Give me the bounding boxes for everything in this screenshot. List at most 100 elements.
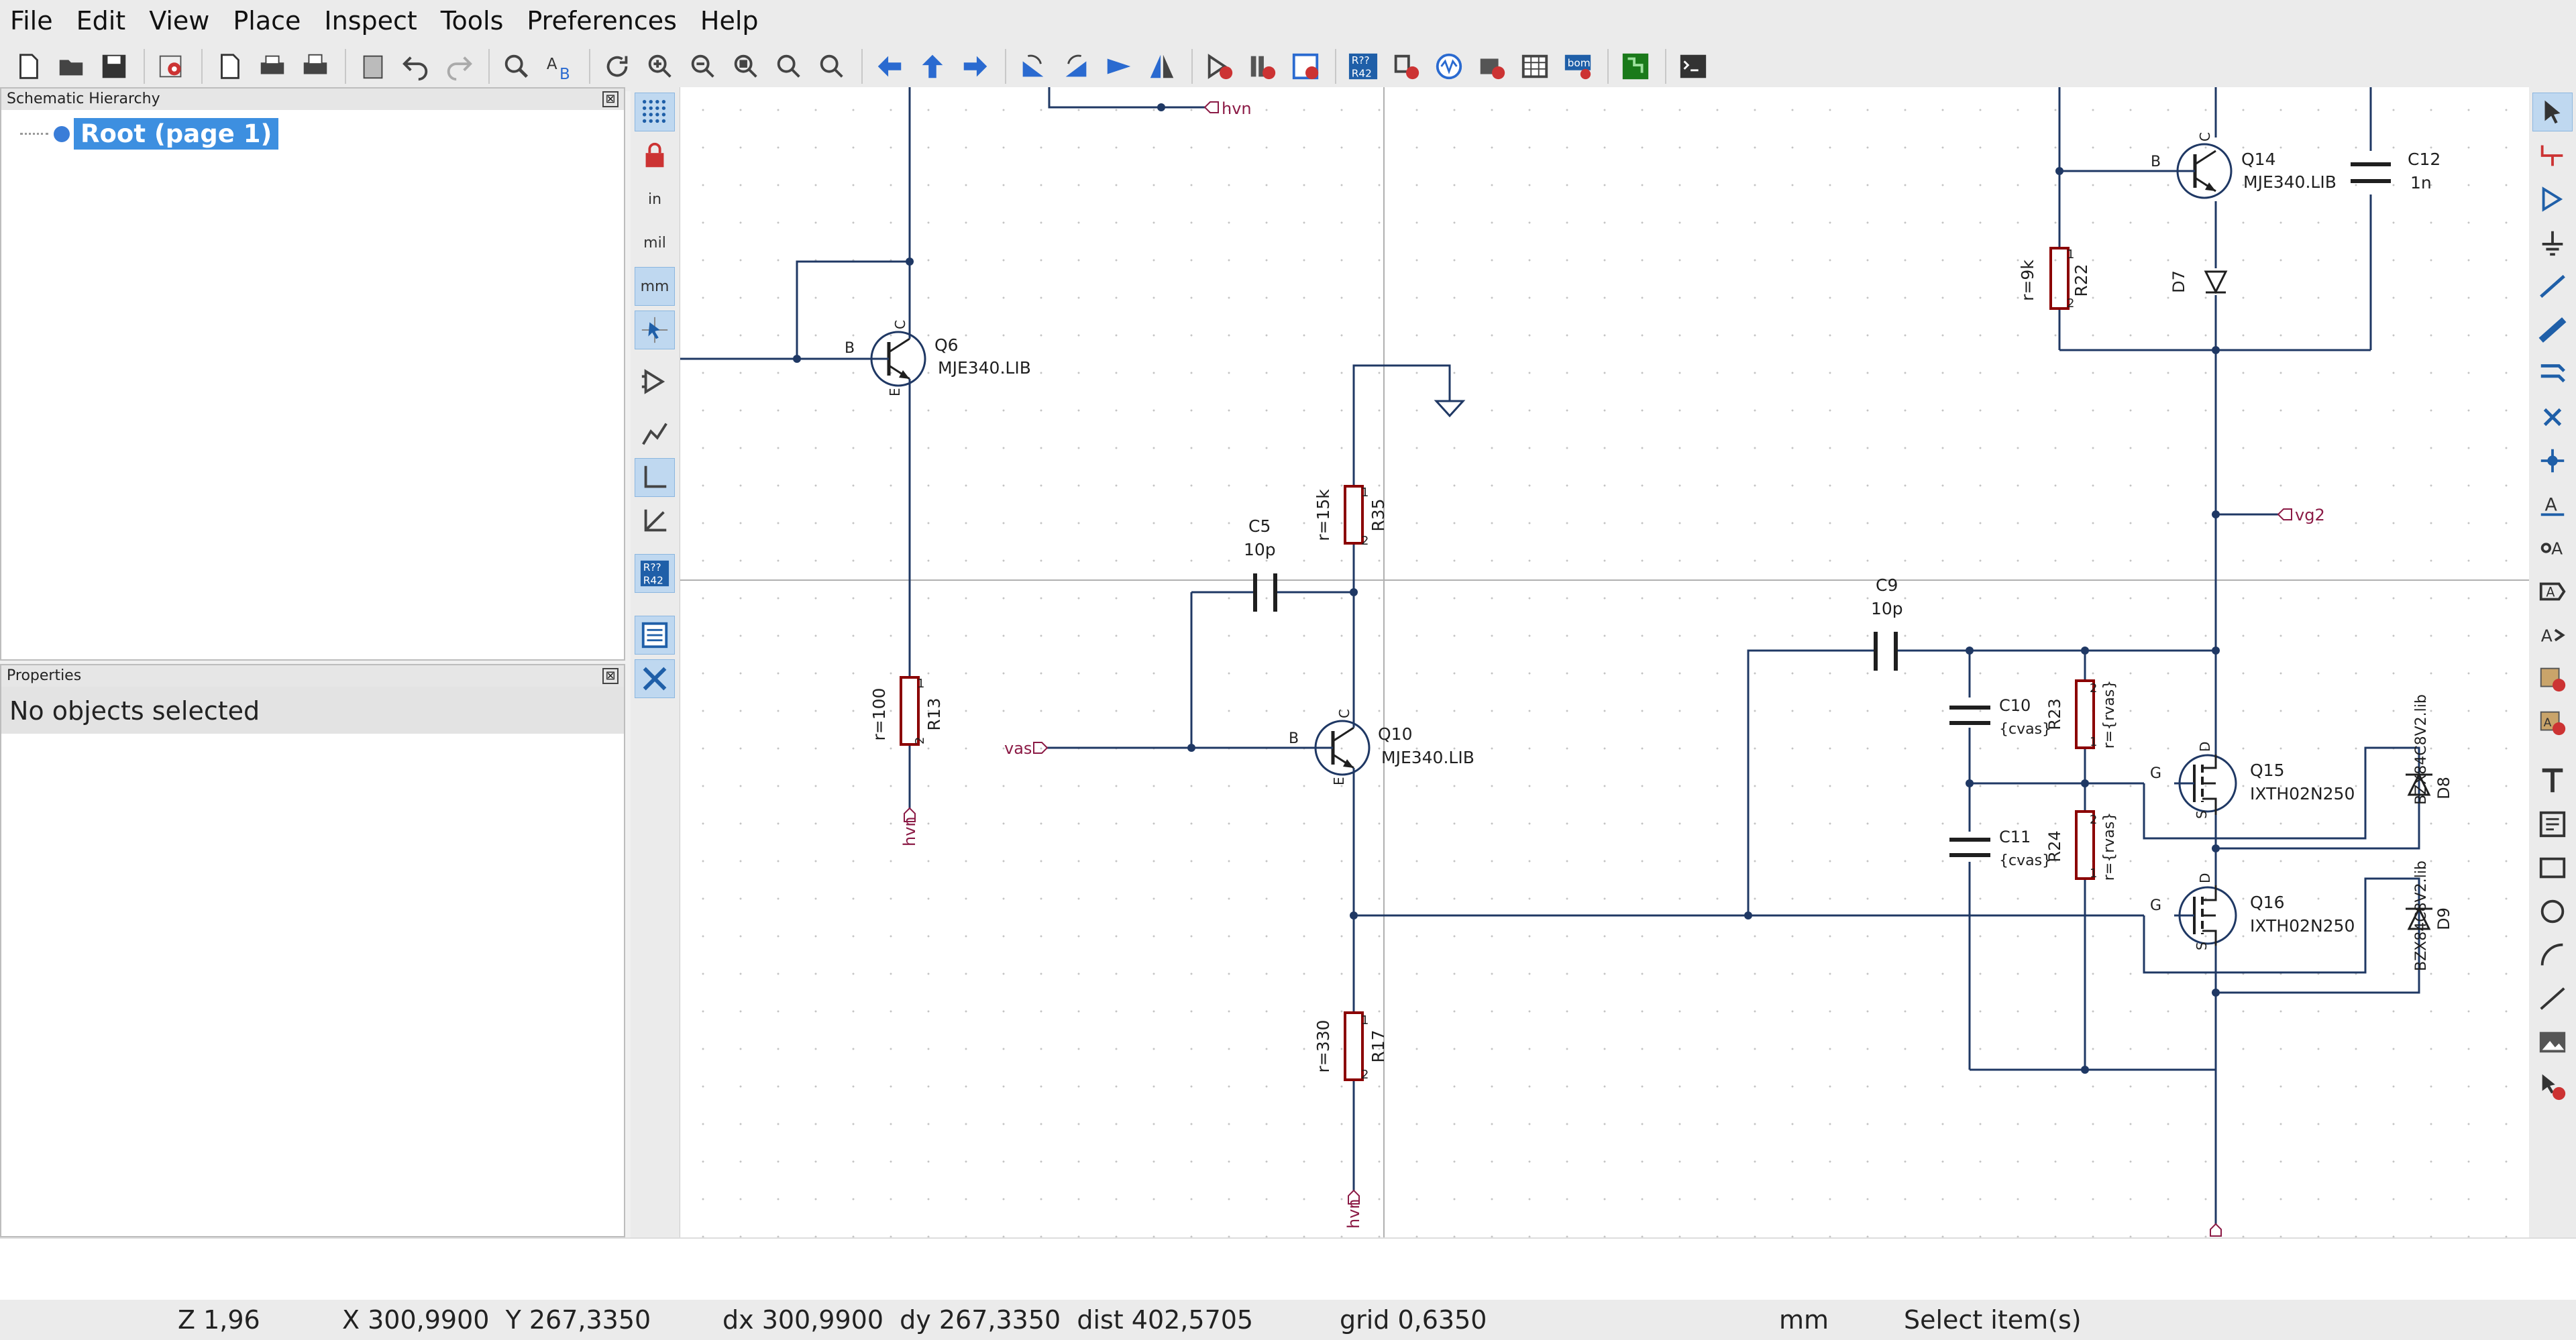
toggle-grid-button[interactable] — [635, 93, 675, 131]
menu-view[interactable]: View — [149, 5, 210, 36]
delete-tool-button[interactable] — [2532, 1066, 2573, 1105]
menu-edit[interactable]: Edit — [76, 5, 126, 36]
capacitor-c5[interactable]: C5 10p — [1244, 516, 1277, 612]
save-button[interactable] — [94, 46, 134, 87]
vg2-label[interactable]: vg2 — [2277, 506, 2325, 524]
bottom-global-label[interactable] — [2210, 1223, 2222, 1237]
cursor-style-button[interactable] — [635, 311, 675, 349]
annotate-button[interactable]: R??R42 — [1343, 46, 1383, 87]
transistor-q10[interactable]: B C E Q10 MJE340.LIB — [1289, 708, 1474, 788]
vas-label[interactable]: vas — [1004, 739, 1049, 758]
assign-footprints-button[interactable] — [1472, 46, 1512, 87]
mosfet-q15[interactable]: G D S Q15 IXTH02N250 — [2150, 742, 2355, 819]
ground-symbol[interactable] — [1434, 400, 1466, 418]
resistor-r24[interactable]: 2 1 R24 r={rvas} — [2045, 810, 2118, 881]
open-pcb-editor-button[interactable] — [1615, 46, 1656, 87]
scripting-console-button[interactable] — [1673, 46, 1713, 87]
annotate-auto-button[interactable]: R??R42 — [635, 554, 675, 593]
line-mode-90-button[interactable] — [635, 458, 675, 497]
select-tool-button[interactable] — [2532, 93, 2573, 131]
zener-d9[interactable]: D9 BZX84C8V2.lib — [2406, 860, 2453, 971]
paste-button[interactable] — [353, 46, 393, 87]
redo-button[interactable] — [439, 46, 479, 87]
menu-help[interactable]: Help — [700, 5, 759, 36]
navigate-back-button[interactable] — [869, 46, 910, 87]
undo-button[interactable] — [396, 46, 436, 87]
zoom-objects-button[interactable] — [769, 46, 809, 87]
line-mode-free-button[interactable] — [635, 414, 675, 453]
new-schematic-button[interactable] — [8, 46, 48, 87]
no-connect-button[interactable] — [2532, 398, 2573, 437]
generate-bom-button[interactable]: bom — [1558, 46, 1598, 87]
menu-preferences[interactable]: Preferences — [527, 5, 677, 36]
zoom-fit-button[interactable] — [726, 46, 766, 87]
menu-place[interactable]: Place — [233, 5, 301, 36]
bulk-edit-fields-button[interactable] — [1515, 46, 1555, 87]
diode-d7[interactable]: D7 — [2169, 270, 2228, 294]
navigate-up-button[interactable] — [912, 46, 953, 87]
menu-inspect[interactable]: Inspect — [324, 5, 417, 36]
refresh-button[interactable] — [597, 46, 637, 87]
hierarchical-sheet-button[interactable] — [2532, 659, 2573, 698]
hvn-label-top[interactable]: hvn — [1203, 99, 1252, 118]
mirror-horizontal-button[interactable] — [1142, 46, 1182, 87]
capacitor-c12[interactable]: C12 1n — [2351, 150, 2440, 192]
properties-panel-button[interactable] — [635, 659, 675, 698]
net-label-button[interactable]: A — [2532, 485, 2573, 524]
highlight-net-button[interactable] — [2532, 136, 2573, 175]
draw-arc-button[interactable] — [2532, 936, 2573, 974]
schematic-canvas[interactable]: B C E Q6 MJE340.LIB 1 2 R13 r=100 hvn hv… — [680, 87, 2529, 1237]
place-image-button[interactable] — [2532, 1023, 2573, 1062]
find-button[interactable] — [496, 46, 537, 87]
zoom-selection-button[interactable] — [812, 46, 852, 87]
zoom-in-button[interactable] — [640, 46, 680, 87]
units-inches-button[interactable]: in — [635, 180, 675, 219]
rotate-ccw-button[interactable] — [1013, 46, 1053, 87]
plot-button[interactable] — [295, 46, 335, 87]
zener-d8[interactable]: D8 BZX84C8V2.lib — [2406, 694, 2453, 805]
resistor-r17[interactable]: 1 2 R17 r=330 — [1313, 1011, 1388, 1082]
draw-bus-button[interactable] — [2532, 311, 2573, 349]
resistor-r13[interactable]: 1 2 R13 r=100 — [869, 676, 944, 746]
units-mm-button[interactable]: mm — [635, 267, 675, 306]
zoom-out-button[interactable] — [683, 46, 723, 87]
resistor-r23[interactable]: 2 1 R23 r={rvas} — [2045, 679, 2118, 749]
mirror-vertical-button[interactable] — [1099, 46, 1139, 87]
hvn-label-bottom[interactable]: hvn — [1344, 1189, 1363, 1229]
line-mode-45-button[interactable] — [635, 502, 675, 541]
close-hierarchy-panel-button[interactable]: ⊠ — [602, 91, 619, 107]
hierarchy-tree-root[interactable]: Root (page 1) — [20, 118, 279, 150]
hierarchical-label-button[interactable]: A — [2532, 572, 2573, 611]
show-hidden-pins-button[interactable] — [635, 362, 675, 401]
capacitor-c11[interactable]: C11 {cvas} — [1949, 828, 2051, 869]
capacitor-c9[interactable]: C9 10p — [1871, 575, 1903, 671]
capacitor-c10[interactable]: C10 {cvas} — [1949, 696, 2051, 738]
transistor-q6[interactable]: B C E Q6 MJE340.LIB — [845, 319, 1031, 399]
transistor-q14[interactable]: B C Q14 MJE340.LIB — [2151, 132, 2337, 199]
resistor-r22[interactable]: 1 2 R22 r=9k — [2018, 247, 2091, 311]
directive-label-button[interactable]: A — [2532, 616, 2573, 655]
resistor-r35[interactable]: 1 2 R35 r=15k — [1313, 485, 1388, 548]
open-button[interactable] — [51, 46, 91, 87]
hvn-label-left[interactable]: hvn — [900, 807, 919, 846]
symbol-fields-button[interactable] — [1285, 46, 1326, 87]
menu-file[interactable]: File — [10, 5, 53, 36]
global-label-button[interactable]: A — [2532, 528, 2573, 567]
text-box-button[interactable] — [2532, 805, 2573, 844]
draw-rectangle-button[interactable] — [2532, 848, 2573, 887]
units-mils-button[interactable]: mil — [635, 223, 675, 262]
draw-line-button[interactable] — [2532, 979, 2573, 1018]
place-symbol-button[interactable] — [2532, 180, 2573, 219]
grid-override-button[interactable] — [635, 136, 675, 175]
hierarchy-navigator-button[interactable] — [635, 616, 675, 655]
place-text-button[interactable] — [2532, 761, 2573, 800]
draw-circle-button[interactable] — [2532, 892, 2573, 931]
symbol-library-button[interactable] — [1242, 46, 1283, 87]
symbol-editor-button[interactable] — [1199, 46, 1240, 87]
place-power-button[interactable] — [2532, 223, 2573, 262]
mosfet-q16[interactable]: G D S Q16 IXTH02N250 — [2150, 873, 2355, 950]
bus-entry-button[interactable] — [2532, 354, 2573, 393]
schematic-setup-button[interactable] — [152, 46, 192, 87]
navigate-forward-button[interactable] — [955, 46, 996, 87]
